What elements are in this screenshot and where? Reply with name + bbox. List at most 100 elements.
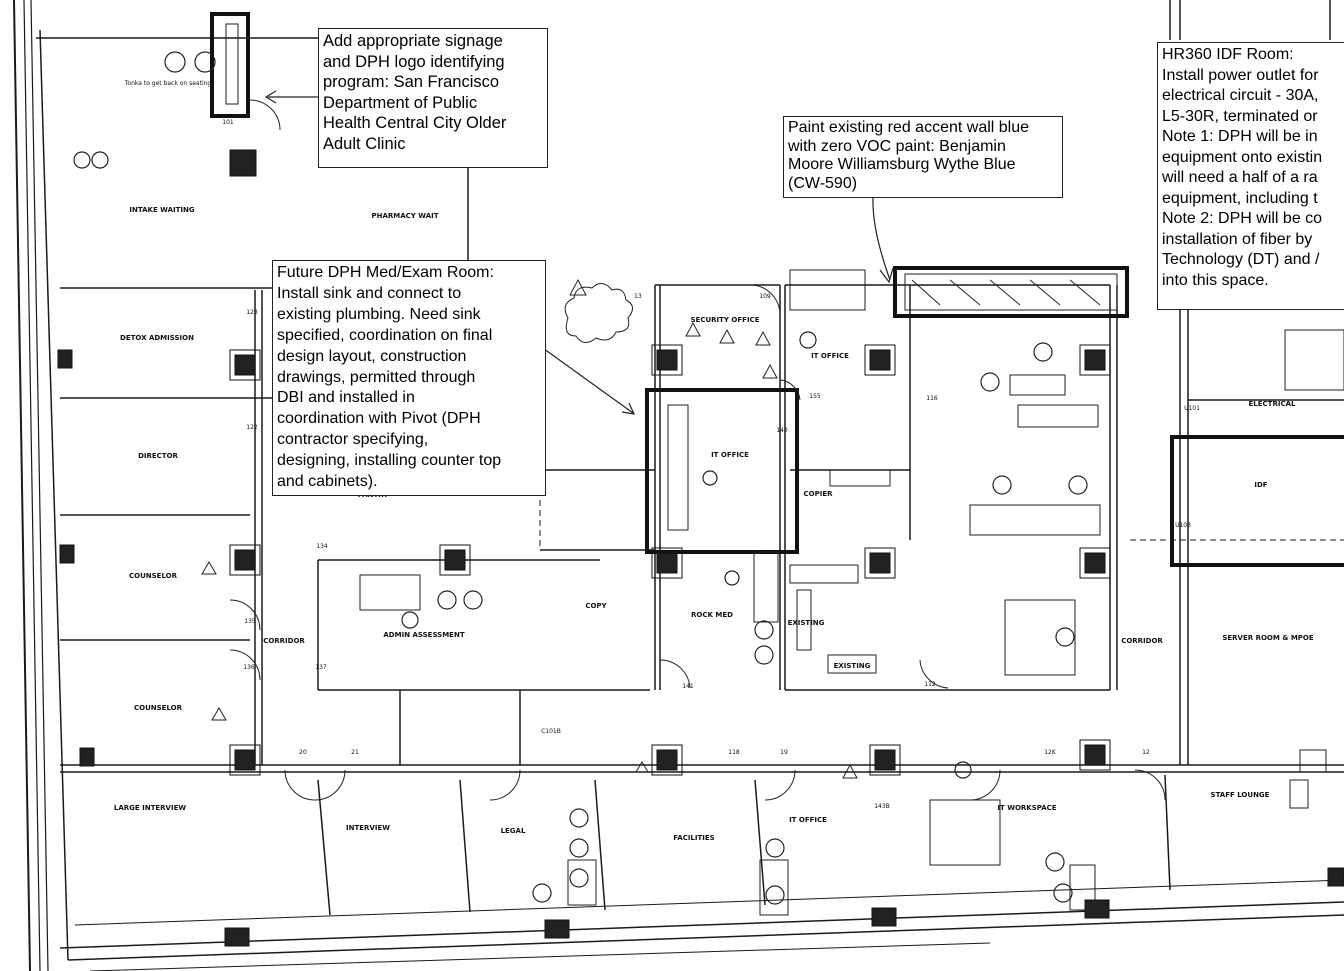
room-label-intake-waiting: INTAKE WAITING — [129, 206, 194, 214]
med-exam-note-line-7: DBI and installed in — [277, 389, 415, 407]
furniture-desks — [359, 269, 1344, 916]
signage-note-line-2: and DPH logo identifying — [323, 52, 505, 71]
svg-text:U103: U103 — [1175, 522, 1191, 529]
idf-note-line-12: into this space. — [1162, 271, 1269, 289]
svg-text:134: 134 — [316, 543, 328, 550]
med-exam-note-line-11: and cabinets). — [277, 473, 378, 491]
accent-wall-note: Paint existing red accent wall blue with… — [783, 116, 1063, 198]
med-exam-note-line-10: designing, installing counter top — [277, 452, 502, 470]
room-label-interview: INTERVIEW — [346, 824, 390, 832]
idf-note-line-8: equipment, including t — [1162, 189, 1318, 207]
idf-note-line-5: Note 1: DPH will be in — [1162, 128, 1318, 145]
idf-note-line-1: HR360 IDF Room: — [1162, 46, 1294, 63]
revision-cloud — [564, 283, 633, 343]
signage-note-line-6: Adult Clinic — [323, 134, 406, 153]
dashed-lines — [539, 500, 1344, 691]
room-label-copier: COPIER — [804, 490, 834, 498]
columns — [57, 149, 1344, 947]
idf-note-line-9: Note 2: DPH will be co — [1162, 210, 1323, 227]
signage-note-line-5: Health Central City Older — [323, 114, 507, 132]
svg-text:U101: U101 — [1184, 405, 1200, 412]
svg-text:19: 19 — [780, 749, 788, 756]
svg-text:101: 101 — [222, 119, 234, 126]
idf-note-line-3: electrical circuit - 30A, — [1162, 87, 1319, 104]
room-label-it-office-2: IT OFFICE — [711, 451, 749, 459]
med-exam-note-line-8: coordination with Pivot (DPH — [277, 410, 481, 428]
accent-wall-note-line-1: Paint existing red accent wall blue — [788, 119, 1030, 136]
room-label-counselor-1: COUNSELOR — [129, 572, 178, 580]
room-label-idf: IDF — [1254, 481, 1267, 489]
room-label-director: DIRECTOR — [138, 452, 178, 460]
svg-text:C101B: C101B — [541, 728, 561, 735]
room-label-admin-assessment: ADMIN ASSESSMENT — [383, 631, 464, 639]
room-label-server-room: SERVER ROOM & MPOE — [1222, 634, 1314, 642]
med-exam-note-line-5: design layout, construction — [277, 347, 467, 365]
keynote-triangles — [201, 278, 858, 779]
svg-text:123: 123 — [246, 309, 258, 316]
svg-text:109: 109 — [759, 293, 771, 300]
svg-text:143B: 143B — [874, 803, 890, 810]
room-label-security-office: SECURITY OFFICE — [691, 316, 760, 324]
exterior-walls — [13, 0, 1344, 971]
room-label-electrical: ELECTRICAL — [1249, 400, 1296, 408]
highlight-outlines — [210, 12, 1344, 567]
svg-text:112: 112 — [924, 681, 936, 688]
room-label-rock-med: ROCK MED — [691, 611, 733, 619]
svg-text:20: 20 — [299, 749, 307, 756]
svg-text:136: 136 — [243, 664, 255, 671]
idf-note-line-10: installation of fiber by — [1162, 230, 1313, 248]
idf-room-note: HR360 IDF Room: Install power outlet for… — [1157, 42, 1344, 310]
room-label-counselor-2: COUNSELOR — [134, 704, 183, 712]
svg-text:116: 116 — [926, 395, 938, 402]
leader-arrows — [264, 90, 894, 415]
idf-note-line-11: Technology (DT) and / — [1162, 251, 1320, 268]
room-label-staff-lounge: STAFF LOUNGE — [1211, 791, 1270, 799]
signage-note-line-3: program: San Francisco — [323, 73, 500, 91]
med-exam-note-line-4: specified, coordination on final — [277, 326, 493, 344]
tonka-seating-note: Tonka to get back on seating — [124, 80, 212, 87]
room-label-legal: LEGAL — [501, 827, 526, 835]
svg-text:141: 141 — [682, 683, 694, 690]
svg-text:155: 155 — [809, 393, 821, 400]
med-exam-room-note: Future DPH Med/Exam Room: Install sink a… — [272, 260, 546, 496]
med-exam-note-line-9: contractor specifying, — [277, 431, 429, 449]
idf-note-line-6: equipment onto existin — [1162, 148, 1323, 166]
med-exam-note-line-3: existing plumbing. Need sink — [277, 305, 481, 323]
svg-text:13: 13 — [634, 293, 642, 300]
furniture-chairs — [73, 51, 1088, 905]
med-exam-note-line-1: Future DPH Med/Exam Room: — [277, 264, 494, 281]
svg-text:137: 137 — [315, 664, 327, 671]
room-numbers: 101 123 122 134 135 136 137 140 141 112 … — [222, 119, 1200, 810]
room-label-it-office-1: IT OFFICE — [811, 352, 849, 360]
accent-wall-note-line-3: Moore Williamsburg Wythe Blue — [788, 156, 1016, 173]
room-label-existing-2: EXISTING — [788, 619, 825, 627]
room-label-it-workspace: IT WORKSPACE — [997, 804, 1056, 812]
svg-text:12: 12 — [1142, 749, 1150, 756]
signage-note: Add appropriate signage and DPH logo ide… — [318, 28, 548, 168]
med-exam-note-line-2: Install sink and connect to — [277, 284, 462, 302]
room-label-pharmacy-wait: PHARMACY WAIT — [371, 212, 438, 220]
idf-note-line-2: Install power outlet for — [1162, 66, 1319, 84]
svg-text:21: 21 — [351, 749, 359, 756]
room-label-facilities: FACILITIES — [673, 834, 714, 842]
room-label-corridor-right: CORRIDOR — [1121, 637, 1163, 645]
accent-wall-detail — [225, 23, 1118, 311]
room-label-it-office-3: IT OFFICE — [789, 816, 827, 824]
room-label-detox-admission: DETOX ADMISSION — [120, 334, 194, 342]
signage-note-line-1: Add appropriate signage — [323, 32, 503, 50]
svg-text:122: 122 — [246, 424, 258, 431]
svg-text:140: 140 — [776, 427, 788, 434]
med-exam-note-line-6: drawings, permitted through — [277, 368, 476, 386]
accent-wall-note-line-4: (CW-590) — [788, 174, 858, 192]
room-label-copy: COPY — [585, 602, 607, 610]
signage-note-line-4: Department of Public — [323, 93, 478, 112]
svg-text:135: 135 — [244, 618, 256, 625]
room-label-existing-1: EXISTING — [834, 662, 871, 670]
svg-text:12K: 12K — [1044, 749, 1057, 756]
room-label-large-interview: LARGE INTERVIEW — [114, 804, 186, 812]
idf-note-line-4: L5-30R, terminated or — [1162, 107, 1318, 125]
svg-text:118: 118 — [728, 749, 740, 756]
door-swings — [229, 99, 1166, 801]
